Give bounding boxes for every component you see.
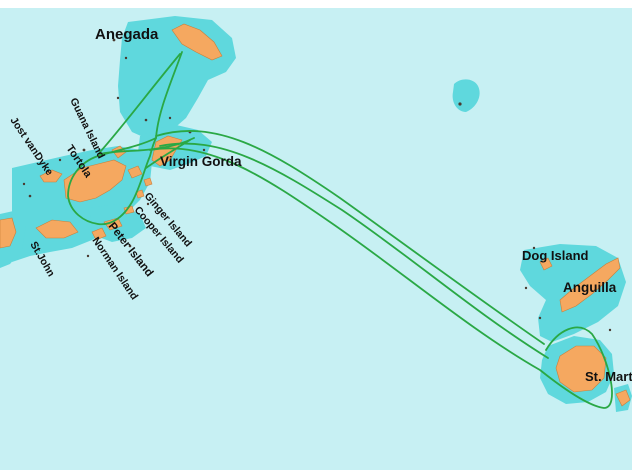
route-anegada-to-vg [155,51,183,139]
top-border [0,0,632,8]
label-st-martin: St. Martin [585,369,632,384]
route-vg-cross [145,139,191,169]
sailing-routes [67,51,613,409]
label-dog-island: Dog Island [522,248,589,263]
route-to-anguilla-north [155,130,545,345]
route-anegada-to-tortola [99,53,181,153]
label-anguilla: Anguilla [563,280,617,295]
label-virgin-gorda: Virgin Gorda [160,154,242,169]
route-return [159,142,549,359]
route-bvi-inner-loop [67,137,157,226]
label-anegada: Anegada [95,26,159,43]
small-islets [22,38,612,332]
route-to-stmartin [149,147,613,409]
